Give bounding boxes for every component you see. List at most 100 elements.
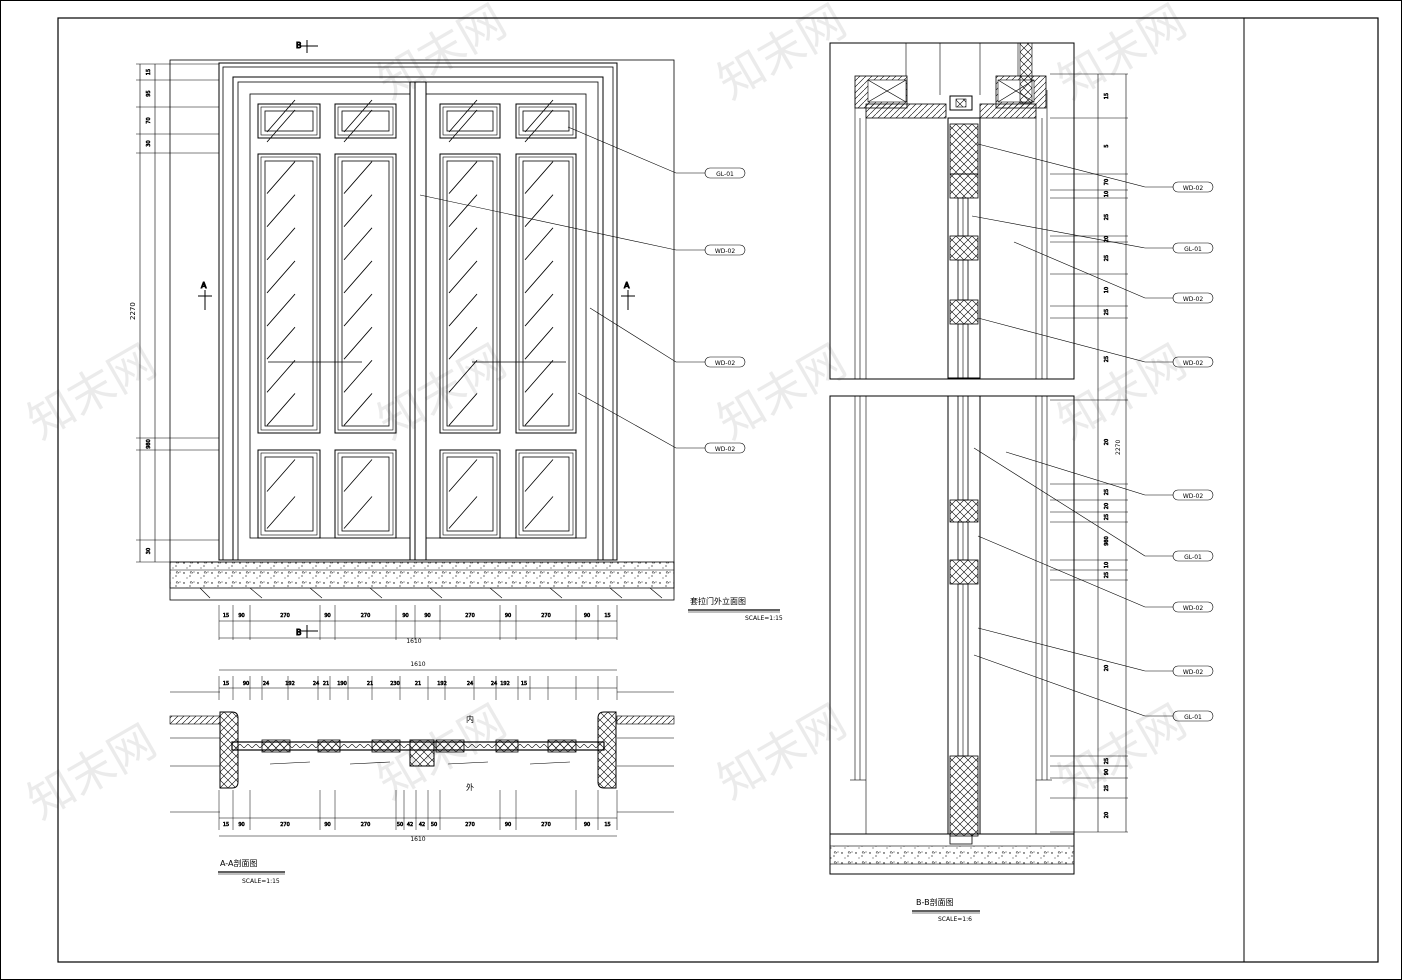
glass-hatch	[266, 161, 296, 194]
door-panel-molding	[518, 156, 574, 431]
dimension-label: 15	[223, 822, 229, 828]
dimension-label: 90	[243, 681, 249, 687]
dimension-label: 90	[424, 613, 430, 619]
glass-pane	[264, 160, 314, 427]
elevation-scale: SCALE=1:15	[745, 615, 783, 622]
plan-top-overall: 1610	[410, 661, 425, 668]
door-panel-frame	[439, 153, 501, 434]
section-callout: WD-02	[1183, 605, 1204, 612]
dimension-label: 24	[313, 681, 319, 687]
dimension-label: 90	[402, 613, 408, 619]
door-panel-molding	[442, 156, 498, 431]
plan-inside-label: 内	[466, 714, 474, 724]
glass-hatch	[266, 293, 296, 327]
dimension-label: 90	[1104, 769, 1110, 775]
glass-hatch	[524, 194, 554, 227]
section-callout: WD-02	[1183, 360, 1204, 367]
section-callout: WD-02	[1183, 296, 1204, 303]
glass-hatch	[266, 194, 296, 227]
section-dimensions: 1557010252025102525202520259801025202590…	[1050, 73, 1128, 833]
watermark: 知末网	[369, 334, 516, 450]
door-panel-frame	[257, 103, 321, 139]
section-markers: B B A A	[198, 40, 635, 638]
door-panel-molding	[518, 106, 574, 136]
dimension-label: 25	[1104, 758, 1110, 764]
dimension-label: 30	[146, 548, 152, 554]
dimension-label: 90	[584, 613, 590, 619]
door-panel-frame	[334, 153, 397, 434]
glass-hatch	[448, 459, 478, 492]
dimension-label: 192	[437, 681, 447, 687]
dimension-label: 42	[419, 822, 425, 828]
glass-hatch	[524, 393, 554, 426]
door-leaf-section	[947, 117, 981, 845]
door-panel-frame	[334, 449, 397, 539]
glass-hatch	[343, 393, 373, 426]
glass-hatch	[343, 260, 373, 294]
dimension-label: 270	[541, 613, 551, 619]
dimension-label: 192	[285, 681, 295, 687]
glass-pane	[341, 456, 390, 532]
dimension-label: 90	[324, 822, 330, 828]
bottom-guide	[949, 833, 973, 845]
dimension-label: 5	[1104, 144, 1110, 147]
dimension-label: 90	[238, 822, 244, 828]
plan-bottom-overall: 1610	[410, 836, 425, 843]
section-callout: WD-02	[1183, 185, 1204, 192]
glass-hatch	[524, 293, 554, 327]
glass-hatch	[524, 459, 554, 492]
glass-hatch	[266, 99, 296, 133]
dimension-label: 15	[223, 613, 229, 619]
door-panel-frame	[257, 153, 321, 434]
rail-block	[949, 235, 979, 261]
watermark: 知末网	[709, 0, 856, 110]
door-panel-molding	[442, 452, 498, 536]
glass-pane	[522, 456, 570, 532]
dimension-label: 270	[280, 822, 290, 828]
section-callout: GL-01	[1184, 246, 1202, 253]
glass-pane	[446, 110, 494, 132]
glass-hatch	[343, 194, 373, 227]
door-panel-frame	[257, 449, 321, 539]
glass-hatch	[448, 293, 478, 327]
dimension-label: 20	[1104, 812, 1110, 818]
glass-hatch	[343, 293, 373, 327]
callout-wd02: WD-02	[715, 248, 736, 255]
dimension-label: 25	[1104, 489, 1110, 495]
glass-hatch	[266, 496, 296, 529]
rail-block	[949, 559, 979, 585]
door-panel-molding	[337, 452, 394, 536]
dimension-label: 15	[223, 681, 229, 687]
section-mark-a-right: A	[624, 281, 630, 290]
dimension-label: 21	[323, 681, 329, 687]
elevation-title: 套拉门外立面图	[690, 596, 746, 606]
rail-block	[949, 299, 979, 325]
glass-hatch	[343, 360, 373, 393]
dimension-label: 25	[1104, 785, 1110, 791]
door-panel-frame	[334, 103, 397, 139]
dimension-label: 980	[146, 439, 152, 449]
dimension-label: 10	[1104, 562, 1110, 568]
watermark: 知末网	[1049, 694, 1196, 810]
door-leaf-outline	[947, 117, 981, 379]
glass-hatch	[524, 99, 554, 133]
section-title: B-B剖面图	[916, 897, 954, 907]
dimension-label: 10	[1104, 287, 1110, 293]
dimension-label: 24	[467, 681, 473, 687]
dimension-label: 90	[324, 613, 330, 619]
dimension-label: 10	[1104, 191, 1110, 197]
watermark: 知末网	[1049, 334, 1196, 450]
dimension-label: 192	[500, 681, 510, 687]
dimension-label: 24	[263, 681, 269, 687]
rail-block	[949, 173, 979, 199]
glass-hatch	[448, 99, 478, 133]
plan-scale: SCALE=1:15	[242, 878, 280, 885]
dimension-label: 20	[1104, 503, 1110, 509]
dimension-label: 980	[1104, 536, 1110, 546]
watermark: 知末网	[19, 334, 166, 450]
dimension-label: 270	[541, 822, 551, 828]
glass-pane	[341, 160, 390, 427]
